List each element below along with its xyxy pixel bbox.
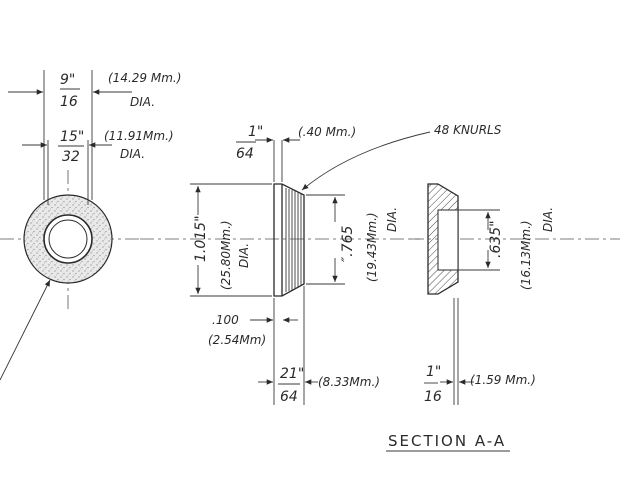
id-frac-num: 15" (60, 129, 84, 145)
od-mm: (14.29 Mm.) (108, 71, 181, 85)
inner-dimension: ″.765 (19.43Mm.) DIA. (340, 207, 399, 282)
knurl-lines (285, 188, 302, 292)
wall-dimension: 1" 16 (1.59 Mm.) (424, 364, 536, 405)
od-frac-num: 9" (60, 72, 75, 88)
od-dia: DIA. (130, 95, 155, 109)
inner-dia: DIA. (385, 207, 399, 232)
thick-mm: (8.33Mm.) (318, 375, 380, 389)
wall-frac-den: 16 (424, 389, 442, 405)
id-dia: DIA. (120, 147, 145, 161)
id-dimension: 15" 32 (11.91Mm.) DIA. (58, 129, 174, 165)
section-title: SECTION A-A (388, 432, 506, 450)
height-in: 1.015" (193, 215, 209, 262)
wall-frac-num: 1" (426, 364, 441, 380)
step-dimension: .100 (2.54Mm) (208, 313, 266, 347)
inner-mm: (19.43Mm.) (365, 212, 379, 282)
width-mm: (.40 Mm.) (298, 125, 356, 139)
width-frac-den: 64 (236, 146, 254, 162)
thick-frac-num: 21" (280, 366, 304, 382)
id-frac-den: 32 (62, 149, 80, 165)
bore-in: .635" (488, 220, 504, 258)
od-frac-den: 16 (60, 94, 78, 110)
height-mm: (25.80Mm.) (219, 220, 233, 290)
end-view (0, 70, 140, 381)
thickness-dimension: 21" 64 (8.33Mm.) (278, 366, 380, 405)
height-dia: DIA. (237, 243, 251, 268)
step-in: .100 (212, 313, 239, 327)
inner-in: ″.765 (340, 226, 356, 262)
width-dimension: 1" 64 (.40 Mm.) (236, 124, 356, 162)
step-mm: (2.54Mm) (208, 333, 266, 347)
bore-dia: DIA. (541, 207, 555, 232)
id-mm: (11.91Mm.) (104, 129, 174, 143)
bore-mm: (16.13Mm.) (519, 220, 533, 290)
side-view (140, 131, 431, 405)
height-dimension: 1.015" (25.80Mm.) DIA. (193, 215, 251, 290)
bore-dimension: .635" (16.13Mm.) DIA. (488, 207, 555, 290)
od-dimension: 9" 16 (14.29 Mm.) DIA. (60, 71, 181, 110)
thick-frac-den: 64 (280, 389, 298, 405)
knurls-label: 48 KNURLS (434, 123, 502, 137)
section-view (410, 183, 620, 405)
width-frac-num: 1" (248, 124, 263, 140)
wall-mm: (1.59 Mm.) (470, 373, 536, 387)
